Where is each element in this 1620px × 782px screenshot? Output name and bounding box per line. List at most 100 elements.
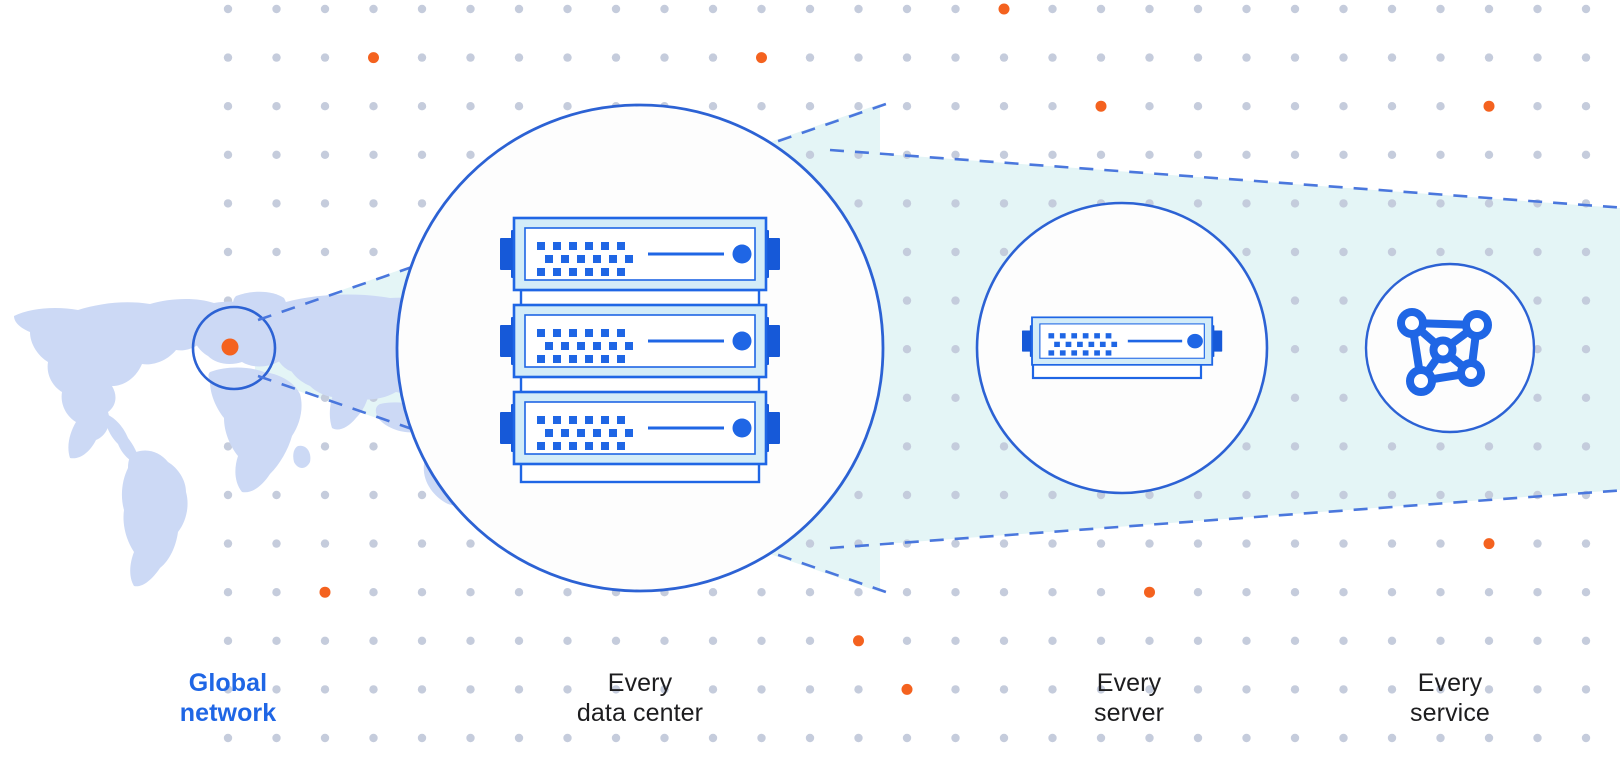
grid-dot: [223, 150, 233, 159]
grid-dot: [1581, 296, 1591, 305]
grid-dot: [1193, 588, 1203, 597]
grid-dot: [1290, 296, 1300, 305]
grid-dot-accent: [1144, 586, 1155, 598]
grid-dot: [1533, 539, 1542, 548]
grid-dot: [320, 53, 330, 62]
grid-dot: [1484, 150, 1494, 159]
grid-dot: [854, 53, 863, 62]
grid-dot: [1533, 442, 1542, 451]
grid-dot: [902, 199, 912, 208]
grid-dot: [466, 636, 475, 645]
grid-dot: [1048, 102, 1057, 111]
grid-dot: [369, 636, 378, 645]
grid-dot: [1290, 539, 1300, 548]
grid-dot: [951, 539, 960, 548]
grid-dot: [272, 685, 281, 694]
grid-dot: [902, 345, 912, 354]
grid-dot: [1387, 636, 1397, 645]
grid-dot: [1387, 442, 1397, 451]
grid-dot: [1533, 150, 1542, 159]
graph-node-bottom-left: [1406, 366, 1436, 396]
grid-dot: [369, 150, 378, 159]
grid-dot: [999, 588, 1009, 597]
grid-dot: [805, 733, 815, 743]
grid-dot: [1145, 53, 1154, 62]
grid-dot: [1436, 636, 1445, 645]
grid-dot: [1193, 490, 1203, 500]
grid-dot: [223, 247, 233, 257]
grid-dot: [1242, 247, 1251, 257]
grid-dot: [902, 490, 912, 500]
grid-dot: [999, 733, 1009, 743]
global-network-highlight: [191, 305, 277, 391]
grid-dot: [417, 733, 427, 743]
grid-dot: [854, 490, 863, 500]
grid-dot: [1290, 102, 1300, 111]
grid-dot: [1484, 442, 1494, 451]
grid-dot: [1533, 685, 1542, 694]
grid-dot: [1436, 102, 1445, 111]
grid-dot: [1339, 102, 1348, 111]
grid-dot: [999, 539, 1009, 548]
grid-dot: [1048, 490, 1057, 500]
grid-dot: [1339, 150, 1348, 159]
grid-dot: [1145, 636, 1154, 645]
grid-dot: [1387, 539, 1397, 548]
grid-dot: [1484, 247, 1494, 257]
grid-dot: [902, 296, 912, 305]
grid-dot: [854, 733, 863, 743]
grid-dot: [1533, 345, 1542, 354]
grid-dot: [563, 588, 572, 597]
grid-dot: [999, 247, 1009, 257]
graph-node-bottom-right: [1457, 359, 1485, 387]
grid-dot: [1242, 199, 1251, 208]
rack-unit-3-status-led: [732, 418, 752, 438]
grid-dot: [951, 393, 960, 402]
grid-dot: [902, 733, 912, 743]
grid-dot: [902, 588, 912, 597]
grid-dot: [1193, 733, 1203, 743]
grid-dot: [1533, 4, 1542, 14]
grid-dot: [1290, 247, 1300, 257]
grid-dot: [1290, 150, 1300, 159]
grid-dot: [1581, 636, 1591, 645]
grid-dot: [1339, 296, 1348, 305]
grid-dot: [417, 636, 427, 645]
grid-dot: [951, 296, 960, 305]
grid-dot: [1048, 539, 1057, 548]
grid-dot: [514, 636, 524, 645]
graph-node-center: [1429, 336, 1457, 364]
grid-dot: [1145, 102, 1154, 111]
grid-dot: [757, 102, 766, 111]
rack-unit-2: [498, 303, 782, 379]
grid-dot: [902, 247, 912, 257]
grid-dot: [563, 685, 572, 694]
grid-dot: [1339, 685, 1348, 694]
grid-dot: [223, 53, 233, 62]
grid-dot: [611, 685, 621, 694]
grid-dot: [1096, 733, 1106, 743]
grid-dot: [223, 733, 233, 743]
grid-dot-accent: [1095, 100, 1107, 112]
grid-dot: [417, 150, 427, 159]
grid-dot: [272, 733, 281, 743]
grid-dot: [708, 685, 718, 694]
grid-dot: [1290, 199, 1300, 208]
grid-dot: [1339, 636, 1348, 645]
grid-dot-accent: [319, 586, 331, 598]
grid-dot: [1533, 102, 1542, 111]
grid-dot-accent: [368, 52, 379, 64]
grid-dot: [1048, 199, 1057, 208]
grid-dot: [272, 199, 281, 208]
grid-dot: [1436, 199, 1445, 208]
grid-dot: [466, 4, 475, 14]
grid-dot: [611, 733, 621, 743]
grid-dot: [1048, 733, 1057, 743]
global-network-circle: [191, 305, 277, 391]
grid-dot: [369, 442, 378, 451]
grid-dot: [320, 490, 330, 500]
grid-dot: [272, 4, 281, 14]
grid-dot: [223, 442, 233, 451]
grid-dot: [805, 539, 815, 548]
